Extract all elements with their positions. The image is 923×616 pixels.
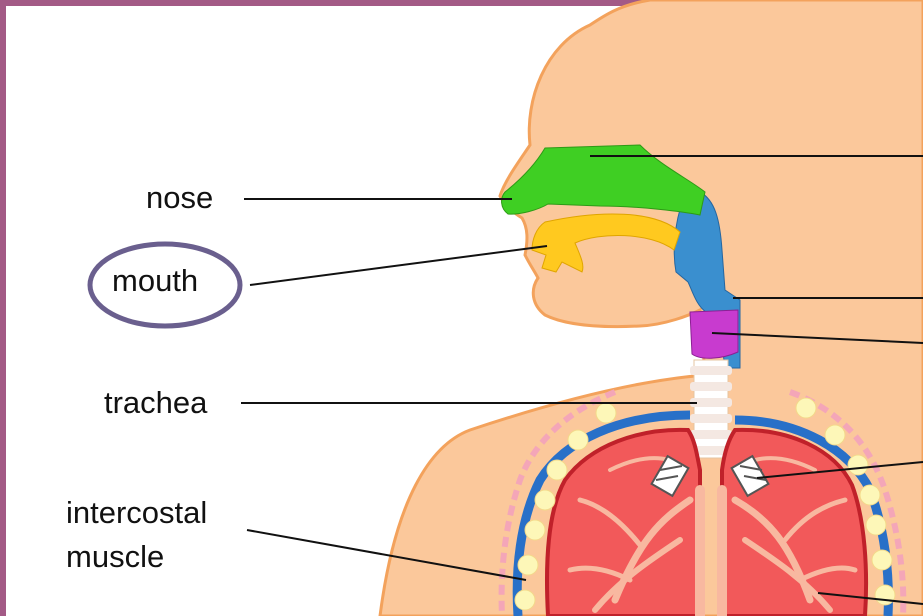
rib-dot bbox=[515, 590, 535, 610]
rib-dot bbox=[535, 490, 555, 510]
rib-dot bbox=[860, 485, 880, 505]
rib-dot bbox=[825, 425, 845, 445]
rib-dot bbox=[568, 430, 588, 450]
mouth-leader bbox=[250, 246, 547, 285]
rib-dot bbox=[596, 403, 616, 423]
rib-dot bbox=[875, 585, 895, 605]
label-muscle: muscle bbox=[66, 538, 164, 576]
rib-dot bbox=[525, 520, 545, 540]
trachea-tube bbox=[690, 360, 732, 458]
label-intercostal: intercostal bbox=[66, 494, 207, 532]
rib-dot bbox=[848, 455, 868, 475]
rib-dot bbox=[796, 398, 816, 418]
rib-dot bbox=[866, 515, 886, 535]
rib-dot bbox=[518, 555, 538, 575]
label-trachea: trachea bbox=[104, 384, 207, 422]
label-nose: nose bbox=[146, 179, 213, 217]
rib-dot bbox=[547, 460, 567, 480]
rib-dot bbox=[872, 550, 892, 570]
label-mouth: mouth bbox=[112, 262, 198, 300]
